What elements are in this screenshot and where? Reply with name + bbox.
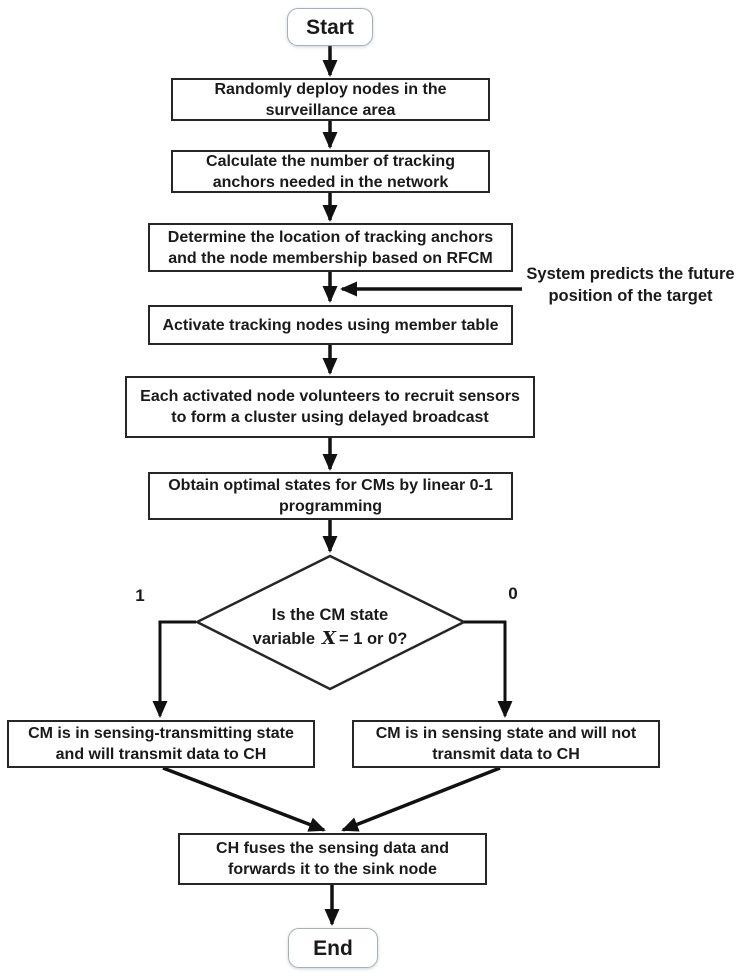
- decision-line-2: variable X= 1 or 0?: [253, 627, 408, 651]
- decision-line-1: Is the CM state: [271, 606, 389, 624]
- decision-question: Is the CM state variable X= 1 or 0?: [210, 598, 450, 656]
- node-sensing-only: CM is in sensing state and will not tran…: [352, 720, 660, 768]
- node-deploy: Randomly deploy nodes in the surveillanc…: [171, 78, 490, 121]
- node-start: Start: [287, 8, 373, 46]
- node-obtain-optimal-states: Obtain optimal states for CMs by linear …: [148, 472, 513, 520]
- branch-label-0: 0: [508, 584, 518, 603]
- arrow-right-to-merge: [341, 766, 501, 832]
- branch-label-1: 1: [135, 586, 145, 605]
- annotation-line-2: position of the target: [548, 287, 713, 305]
- decision-line-2-suffix: = 1 or 0?: [339, 630, 408, 648]
- decision-line-2-prefix: variable: [252, 630, 316, 648]
- node-ch-fuses: CH fuses the sensing data and forwards i…: [178, 833, 487, 885]
- annotation-system-predicts: System predicts the future position of t…: [518, 263, 743, 307]
- arrow-left-to-merge: [162, 766, 326, 832]
- node-end: End: [288, 928, 378, 968]
- decision-diamond: [194, 554, 467, 691]
- node-sensing-transmitting: CM is in sensing-transmitting state and …: [7, 720, 315, 768]
- node-recruit-sensors: Each activated node volunteers to recrui…: [125, 376, 535, 438]
- arrow-branch-0: [464, 620, 513, 718]
- decision-variable-symbol: X: [322, 628, 336, 649]
- annotation-line-1: System predicts the future: [526, 265, 735, 283]
- node-activate-tracking: Activate tracking nodes using member tab…: [148, 305, 513, 345]
- node-determine-location: Determine the location of tracking ancho…: [148, 223, 513, 272]
- arrow-branch-1: [152, 620, 196, 718]
- node-calculate-anchors: Calculate the number of tracking anchors…: [171, 150, 490, 193]
